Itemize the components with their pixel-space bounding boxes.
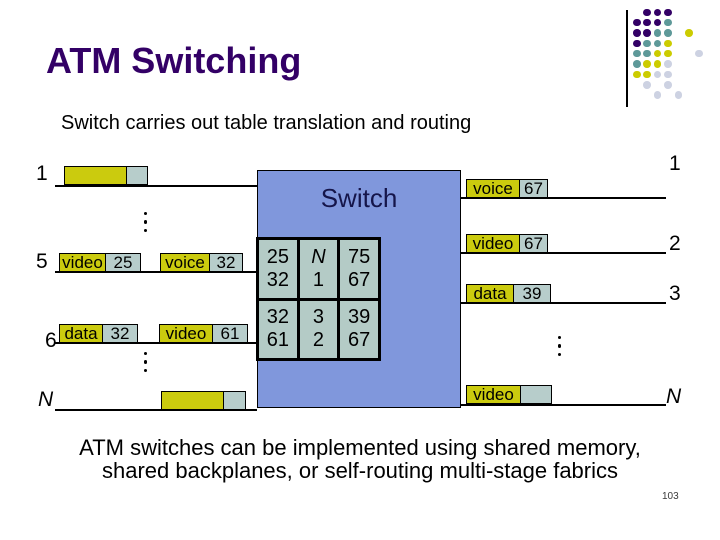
output-port-label: 2 [669, 232, 681, 255]
output-port-label: 3 [669, 282, 681, 305]
decorative-dot [643, 18, 651, 27]
atm-cell-header: video [466, 385, 521, 404]
cell-value: 39 [348, 306, 371, 329]
decorative-dot [643, 49, 651, 58]
decorative-dot [664, 49, 672, 58]
input-port-label: 1 [36, 162, 48, 185]
cell-value: 25 [266, 245, 289, 268]
cell-value: 2 [312, 329, 325, 352]
atm-cell-header [64, 166, 127, 185]
atm-cell-header: video [159, 324, 213, 343]
decorative-dot [643, 60, 651, 68]
atm-cell-header: data [59, 324, 103, 343]
vertical-ellipsis-icon [144, 212, 148, 233]
decorative-dot [633, 49, 641, 58]
output-wire [461, 252, 666, 254]
atm-cell-header [161, 391, 224, 410]
decorative-dot [664, 80, 672, 89]
atm-cell-header: video [59, 253, 106, 272]
cell-value: 32 [266, 306, 289, 329]
switch-label: Switch [320, 183, 398, 213]
decorative-dot [653, 39, 662, 48]
decorative-dot [664, 8, 672, 17]
output-wire [461, 197, 666, 199]
input-wire [55, 185, 257, 187]
decorative-dot [664, 70, 672, 79]
input-wire [55, 271, 257, 273]
decorative-dot [695, 49, 703, 58]
atm-cell-vci: 61 [212, 324, 248, 343]
atm-cell-vci [126, 166, 148, 185]
atm-cell-vci [520, 385, 552, 404]
decorative-dot [685, 29, 693, 37]
decorative-dot [653, 91, 662, 99]
output-port-label: 1 [669, 152, 681, 175]
atm-cell-header: data [466, 284, 514, 303]
atm-cell-vci: 32 [102, 324, 138, 343]
atm-cell-header: video [466, 234, 520, 253]
input-port-label: N [38, 388, 54, 411]
vertical-ellipsis-icon [558, 336, 562, 357]
page-number: 103 [662, 491, 679, 502]
cell-value: 3 [312, 306, 325, 329]
decorative-dot [664, 60, 672, 68]
body-text-line1: ATM switches can be implemented using sh… [79, 435, 641, 460]
output-wire [461, 404, 666, 406]
atm-cell-vci: 32 [209, 253, 243, 272]
cell-value: 67 [348, 268, 371, 291]
decorative-dot [664, 39, 672, 48]
decorative-dot [643, 39, 651, 48]
decorative-dot [653, 29, 662, 37]
decorative-dot [653, 70, 662, 79]
body-text-line2: shared backplanes, or self-routing multi… [101, 458, 619, 483]
decorative-dot [643, 8, 651, 17]
decorative-vertical-line [626, 10, 628, 107]
cell-value: 75 [348, 245, 371, 268]
atm-cell-vci: 25 [105, 253, 141, 272]
atm-cell-vci: 39 [513, 284, 551, 303]
decorative-dot [674, 91, 683, 99]
subtitle: Switch carries out table translation and… [61, 112, 472, 134]
cell-value: 32 [266, 268, 289, 291]
decorative-dot [633, 60, 641, 68]
decorative-dot [653, 60, 662, 68]
atm-cell-vci: 67 [519, 179, 548, 198]
vertical-ellipsis-icon [144, 352, 148, 373]
cell-value: 61 [266, 329, 289, 352]
body-text: ATM switches can be implemented using sh… [0, 436, 720, 482]
atm-cell-header: voice [466, 179, 520, 198]
atm-cell-vci [223, 391, 246, 410]
decorative-dot [643, 29, 651, 37]
decorative-dot [643, 80, 651, 89]
input-wire [55, 409, 257, 411]
atm-cell-header: voice [160, 253, 210, 272]
output-wire [461, 302, 666, 304]
cell-value: 1 [312, 268, 325, 291]
output-port-label: N [666, 385, 682, 408]
atm-cell-vci: 67 [519, 234, 548, 253]
cell-value: N [311, 245, 326, 268]
input-wire [55, 342, 257, 344]
decorative-dot [653, 18, 662, 27]
decorative-dot [664, 18, 672, 27]
page-title: ATM Switching [46, 40, 302, 81]
decorative-dot [633, 70, 641, 79]
input-port-label: 6 [45, 329, 57, 352]
decorative-dot [633, 29, 641, 37]
decorative-dot [653, 49, 662, 58]
cell-value: 67 [348, 329, 371, 352]
decorative-dot [633, 18, 641, 27]
input-port-label: 5 [36, 250, 48, 273]
decorative-dot [643, 70, 651, 79]
decorative-dot [653, 8, 662, 17]
decorative-dot [664, 29, 672, 37]
decorative-dot [633, 39, 641, 48]
